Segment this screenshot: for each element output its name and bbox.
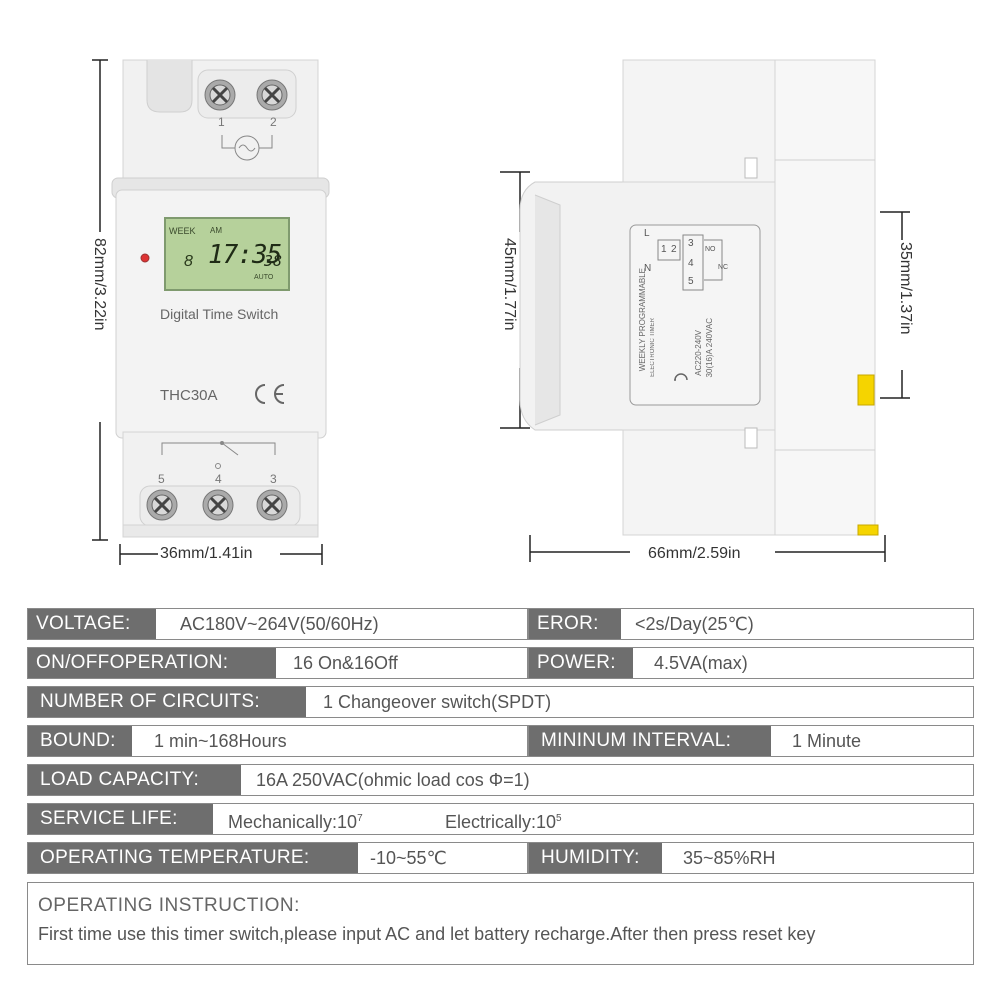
side-height-dimension: 45mm/1.77in [501,238,518,331]
voltage-label: VOLTAGE: [28,609,156,639]
onoff-label: ON/OFFOPERATION: [28,648,276,678]
spec-row-load: LOAD CAPACITY: 16A 250VAC(ohmic load cos… [27,764,974,796]
lcd-week: WEEK [169,226,196,236]
product-name: Digital Time Switch [160,306,279,322]
load-label: LOAD CAPACITY: [28,765,241,795]
interval-label: MININUM INTERVAL: [529,726,771,756]
label-4: 4 [688,258,694,269]
voltage-value: AC180V~264V(50/60Hz) [180,614,379,634]
label-2: 2 [671,244,677,255]
model-label: THC30A [160,387,218,404]
circuits-label: NUMBER OF CIRCUITS: [28,687,306,717]
side-view-drawing [500,59,910,562]
humidity-label: HUMIDITY: [529,843,662,873]
row-divider [527,843,529,873]
power-label: POWER: [529,648,633,678]
label-3: 3 [688,238,694,249]
life-electrical-text: Electrically:10 [445,812,557,832]
load-value: 16A 250VAC(ohmic load cos Φ=1) [256,770,530,790]
temperature-value: -10~55℃ [370,848,447,868]
label-no: NO [705,246,716,253]
onoff-value: 16 On&16Off [293,653,398,673]
spec-row-voltage: VOLTAGE: AC180V~264V(50/60Hz) EROR: <2s/… [27,608,974,640]
bound-label: BOUND: [28,726,132,756]
front-height-dimension: 82mm/3.22in [91,238,108,331]
row-divider [527,609,529,639]
life-mechanical: Mechanically:107 [228,804,363,834]
life-electrical-exponent: 5 [556,813,562,824]
label-n: N [644,263,652,274]
power-value: 4.5VA(max) [654,653,748,673]
temperature-label: OPERATING TEMPERATURE: [28,843,358,873]
terminal-3-label: 3 [270,472,277,486]
terminal-5-label: 5 [158,472,165,486]
operating-instruction-box: OPERATING INSTRUCTION: First time use th… [27,882,974,965]
spec-row-temperature: OPERATING TEMPERATURE: -10~55℃ HUMIDITY:… [27,842,974,874]
label-1: 1 [661,244,667,255]
circuits-value: 1 Changeover switch(SPDT) [323,692,552,712]
spec-row-bound: BOUND: 1 min~168Hours MININUM INTERVAL: … [27,725,974,757]
instruction-title: OPERATING INSTRUCTION: [38,895,300,916]
spec-row-onoff: ON/OFFOPERATION: 16 On&16Off POWER: 4.5V… [27,647,974,679]
spec-row-life: SERVICE LIFE: Mechanically:107 Electrica… [27,803,974,835]
row-divider [527,648,529,678]
humidity-value: 35~85%RH [683,848,776,868]
label-nc: NC [718,264,729,271]
terminal-2-label: 2 [270,115,277,129]
side-title-1: WEEKLY PROGRAMMABLE [638,268,647,372]
terminal-4-label: 4 [215,472,222,486]
terminal-1-label: 1 [218,115,225,129]
side-depth-dimension: 66mm/2.59in [648,545,741,562]
side-spec-1: AC220-240V [694,330,703,376]
bound-value: 1 min~168Hours [154,731,287,751]
lcd-seconds: 38 [264,252,283,270]
side-spec-2: 30(16)A 240VAC [705,318,714,378]
side-title-2: ELECTRONIC TIMER [650,318,656,377]
error-label: EROR: [529,609,621,639]
life-electrical: Electrically:105 [445,804,562,834]
side-rail-dimension: 35mm/1.37in [897,242,914,335]
front-view-drawing [92,59,330,565]
instruction-text: First time use this timer switch,please … [38,924,816,944]
lcd-time: 17:35 [208,240,282,270]
lcd-auto: AUTO [254,274,274,281]
life-mechanical-text: Mechanically:10 [228,812,358,832]
lcd-day: 8 [184,253,193,270]
lcd-am: AM [210,226,222,235]
interval-value: 1 Minute [792,731,862,751]
label-l: L [644,228,650,239]
row-divider [527,726,529,756]
life-label: SERVICE LIFE: [28,804,213,834]
front-width-dimension: 36mm/1.41in [160,545,253,562]
spec-row-circuits: NUMBER OF CIRCUITS: 1 Changeover switch(… [27,686,974,718]
life-mechanical-exponent: 7 [357,813,363,824]
error-value: <2s/Day(25℃) [635,614,754,634]
label-5: 5 [688,276,694,287]
